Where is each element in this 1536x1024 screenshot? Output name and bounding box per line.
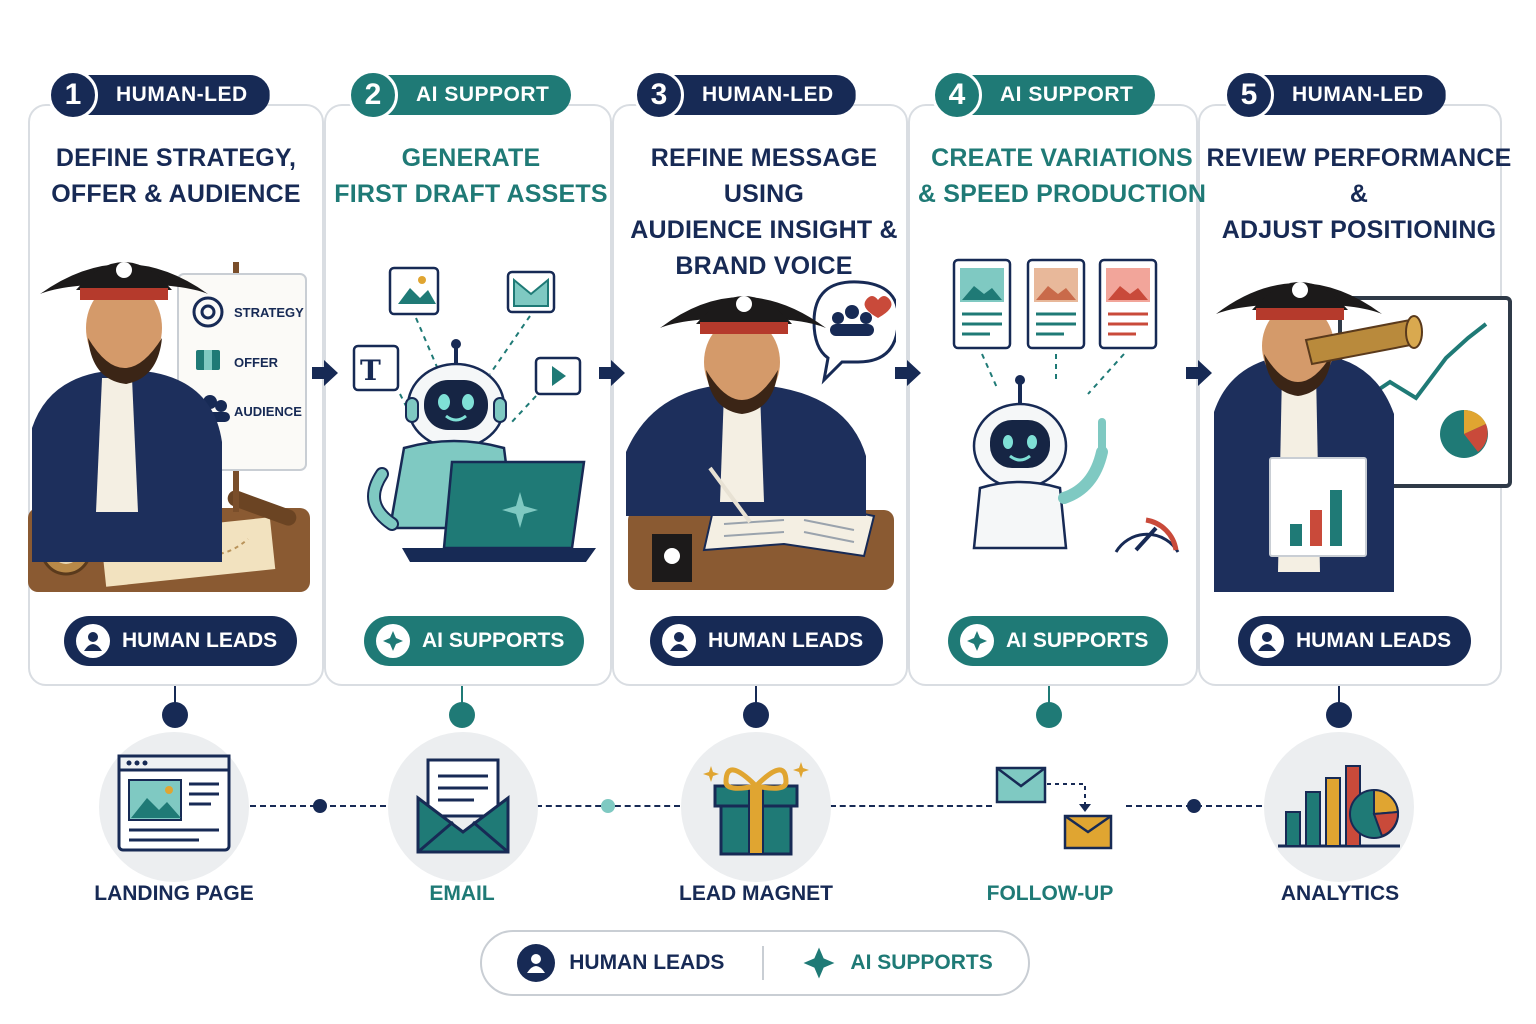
role-label: HUMAN LEADS — [708, 629, 863, 653]
role-pill-1: HUMAN LEADS — [64, 616, 297, 666]
landing-page-icon — [99, 732, 249, 882]
step-badge-3: 3 HUMAN-LED — [634, 72, 856, 118]
legend-ai-label: AI SUPPORTS — [850, 951, 992, 975]
step-badge-5: 5 HUMAN-LED — [1224, 72, 1446, 118]
channel-pin — [162, 702, 188, 728]
channel-label-follow-up: FOLLOW-UP — [940, 882, 1160, 906]
step-number: 1 — [48, 70, 98, 120]
follow-up-icon — [975, 732, 1125, 882]
step-number: 2 — [348, 70, 398, 120]
sparkle-icon — [802, 946, 836, 980]
step-number: 5 — [1224, 70, 1274, 120]
arrow-right-icon — [310, 358, 340, 388]
role-pill-5: HUMAN LEADS — [1238, 616, 1471, 666]
role-label: HUMAN LEADS — [122, 629, 277, 653]
board-item-strategy: STRATEGY — [234, 305, 304, 320]
sparkle-icon — [960, 624, 994, 658]
step-tag: AI SUPPORT — [970, 75, 1155, 115]
user-icon — [517, 944, 555, 982]
legend-divider — [762, 946, 764, 980]
legend-item-ai: AI SUPPORTS — [802, 946, 992, 980]
channel-circle-follow-up — [975, 732, 1125, 882]
step-title-3: REFINE MESSAGE USING AUDIENCE INSIGHT & … — [614, 140, 914, 284]
legend-item-human: HUMAN LEADS — [517, 944, 724, 982]
role-label: AI SUPPORTS — [422, 629, 564, 653]
role-label: HUMAN LEADS — [1296, 629, 1451, 653]
role-pill-2: AI SUPPORTS — [364, 616, 584, 666]
board-item-audience: AUDIENCE — [234, 404, 302, 419]
sparkle-icon — [376, 624, 410, 658]
role-label: AI SUPPORTS — [1006, 629, 1148, 653]
email-icon — [388, 732, 538, 882]
step-badge-4: 4 AI SUPPORT — [932, 72, 1155, 118]
user-icon — [76, 624, 110, 658]
step-badge-2: 2 AI SUPPORT — [348, 72, 571, 118]
arrow-right-icon — [1184, 358, 1214, 388]
channel-circle-lead-magnet — [681, 732, 831, 882]
step-tag: HUMAN-LED — [86, 75, 270, 115]
channel-circle-email — [388, 732, 538, 882]
step-title-4: CREATE VARIATIONS & SPEED PRODUCTION — [912, 140, 1212, 212]
channel-label-analytics: ANALYTICS — [1230, 882, 1450, 906]
step-badge-1: 1 HUMAN-LED — [48, 72, 270, 118]
connector-dot — [601, 799, 615, 813]
legend-human-label: HUMAN LEADS — [569, 951, 724, 975]
role-pill-3: HUMAN LEADS — [650, 616, 883, 666]
step-title-2: GENERATE FIRST DRAFT ASSETS — [330, 140, 612, 212]
user-icon — [662, 624, 696, 658]
pirate-writing-illustration — [624, 272, 896, 592]
connector-dot — [1187, 799, 1201, 813]
analytics-icon — [1264, 732, 1414, 882]
channel-label-lead-magnet: LEAD MAGNET — [646, 882, 866, 906]
channel-pin — [449, 702, 475, 728]
step-title-5: REVIEW PERFORMANCE & ADJUST POSITIONING — [1206, 140, 1512, 248]
step-tag: HUMAN-LED — [672, 75, 856, 115]
board-item-offer: OFFER — [234, 355, 278, 370]
legend: HUMAN LEADS AI SUPPORTS — [480, 930, 1030, 996]
ai-robot-draft-illustration: T — [336, 262, 598, 572]
arrow-right-icon — [893, 358, 923, 388]
pirate-review-illustration — [1210, 262, 1514, 592]
step-number: 4 — [932, 70, 982, 120]
svg-text:T: T — [360, 354, 381, 387]
step-title-1: DEFINE STRATEGY, OFFER & AUDIENCE — [40, 140, 312, 212]
dashed-connector — [830, 805, 992, 807]
channel-pin — [1326, 702, 1352, 728]
user-icon — [1250, 624, 1284, 658]
channel-label-email: EMAIL — [352, 882, 572, 906]
channel-circle-landing-page — [99, 732, 249, 882]
step-tag: HUMAN-LED — [1262, 75, 1446, 115]
channel-pin — [743, 702, 769, 728]
step-tag: AI SUPPORT — [386, 75, 571, 115]
channel-label-landing-page: LANDING PAGE — [64, 882, 284, 906]
gift-icon — [681, 732, 831, 882]
step-number: 3 — [634, 70, 684, 120]
ai-robot-variations-illustration — [940, 258, 1180, 578]
connector-dot — [313, 799, 327, 813]
channel-pin — [1036, 702, 1062, 728]
arrow-right-icon — [597, 358, 627, 388]
channel-circle-analytics — [1264, 732, 1414, 882]
role-pill-4: AI SUPPORTS — [948, 616, 1168, 666]
